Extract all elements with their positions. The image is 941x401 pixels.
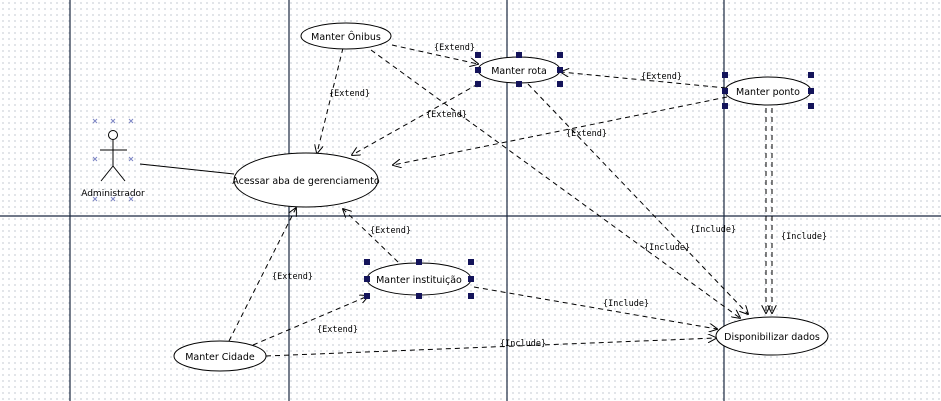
- relation-cidade-instituicao[interactable]: [252, 296, 368, 346]
- label-instituicao-acessar: {Extend}: [370, 226, 411, 236]
- usecase-manter-onibus[interactable]: Manter Ônibus: [300, 22, 392, 50]
- usecase-acessar-aba[interactable]: Acessar aba de gerenciamento: [232, 152, 380, 208]
- relation-ponto-rota[interactable]: [561, 72, 727, 89]
- selection-handles: [475, 52, 563, 87]
- relation-onibus-rota[interactable]: [391, 44, 478, 64]
- actor-selection-markers: [92, 118, 134, 202]
- label-onibus-disp: {Include}: [644, 243, 690, 253]
- usecase-manter-cidade[interactable]: Manter Cidade: [173, 340, 267, 372]
- label-onibus-rota: {Extend}: [434, 43, 475, 53]
- label-instituicao-disp: {Include}: [603, 299, 649, 309]
- relation-onibus-acessar[interactable]: [317, 47, 344, 153]
- relation-instituicao-disp[interactable]: [473, 286, 717, 329]
- relation-onibus-disp[interactable]: [370, 49, 740, 318]
- actor-administrador[interactable]: Administrador: [81, 118, 145, 202]
- association-line[interactable]: [139, 163, 235, 175]
- label-rota-disp: {Include}: [690, 225, 736, 235]
- label-cidade-disp: {Include}: [500, 339, 546, 349]
- relation-cidade-acessar[interactable]: [228, 208, 296, 342]
- usecase-manter-ponto[interactable]: Manter ponto: [722, 72, 814, 109]
- selection-handles: [364, 259, 474, 299]
- usecase-manter-onibus-label: Manter Ônibus: [311, 31, 381, 43]
- usecase-disponibilizar-dados[interactable]: Disponibilizar dados: [715, 316, 829, 356]
- usecase-acessar-aba-label: Acessar aba de gerenciamento: [232, 176, 380, 187]
- usecase-manter-instituicao-label: Manter instituição: [376, 275, 462, 286]
- usecase-manter-rota-label: Manter rota: [491, 66, 547, 77]
- usecase-disponibilizar-dados-label: Disponibilizar dados: [724, 332, 820, 343]
- selection-handles: [722, 72, 814, 109]
- relation-rota-acessar[interactable]: [352, 83, 479, 155]
- label-ponto-disp: {Include}: [781, 232, 827, 242]
- label-cidade-instituicao: {Extend}: [317, 325, 358, 335]
- label-rota-acessar: {Extend}: [426, 110, 467, 120]
- usecase-manter-rota[interactable]: Manter rota: [475, 52, 563, 87]
- relation-instituicao-acessar[interactable]: [343, 209, 399, 263]
- relation-cidade-disp[interactable]: [265, 338, 716, 357]
- actor-icon: [100, 130, 127, 182]
- label-ponto-rota: {Extend}: [641, 72, 682, 82]
- actor-label: Administrador: [81, 189, 145, 199]
- usecase-manter-cidade-label: Manter Cidade: [185, 352, 255, 363]
- usecase-manter-ponto-label: Manter ponto: [736, 87, 800, 98]
- usecase-manter-instituicao[interactable]: Manter instituição: [364, 259, 474, 299]
- label-onibus-acessar: {Extend}: [329, 89, 370, 99]
- relation-ponto-acessar[interactable]: [393, 96, 728, 165]
- label-ponto-acessar: {Extend}: [566, 129, 607, 139]
- label-cidade-acessar: {Extend}: [272, 272, 313, 282]
- relation-rota-disp[interactable]: [527, 83, 748, 314]
